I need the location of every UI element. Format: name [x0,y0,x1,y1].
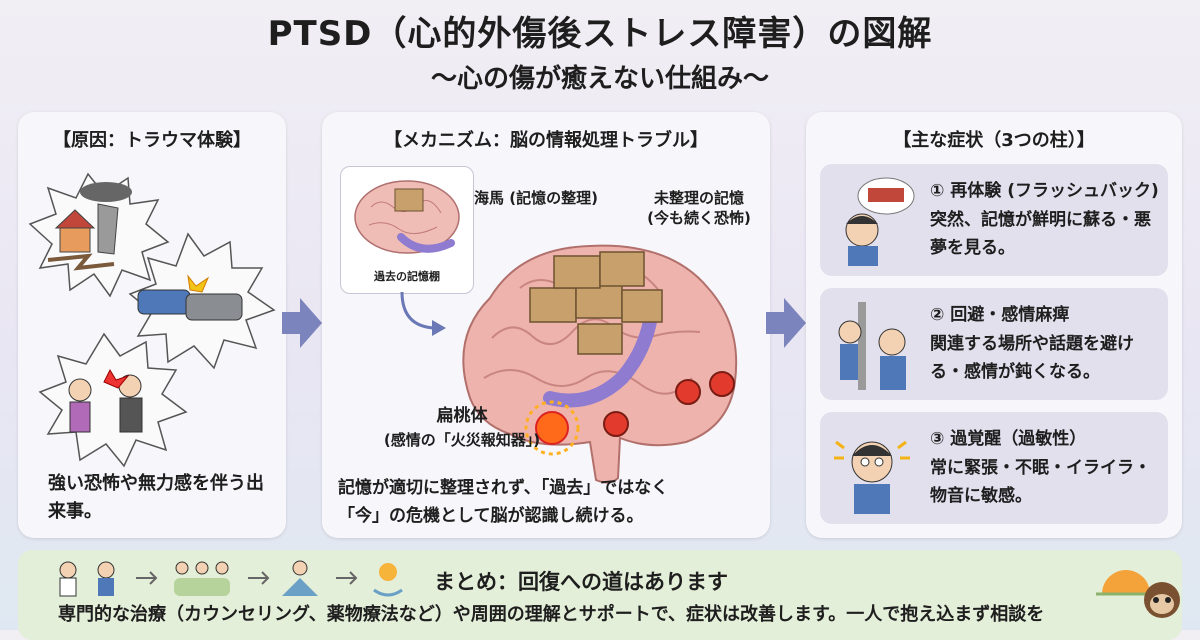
symptom-description: 突然、記憶が鮮明に蘇る・悪夢を見る。 [930,210,1151,258]
mechanism-description-line2: 「今」の危機として脳が認識し続ける。 [338,506,644,526]
mascot-logo [1144,582,1180,618]
summary-description: 専門的な治療（カウンセリング、薬物療法など）や周囲の理解とサポートで、症状は改善… [58,604,1045,625]
meditation-icon [282,560,318,596]
mechanism-title: 【メカニズム：脳の情報処理トラブル】 [384,130,708,151]
memory-shelf-label: 過去の記憶棚 [374,270,440,283]
curved-arrow-icon [400,291,446,336]
flashback-icon [845,177,915,266]
brain-diagram [462,244,738,484]
symptom-card-reexperience: ① 再体験 (フラッシュバック) 突然、記憶が鮮明に蘇る・悪夢を見る。 [820,164,1168,276]
page-title: PTSD（心的外傷後ストレス障害）の図解 [267,14,933,54]
unsorted-memory-label: 未整理の記憶 (今も続く恐怖) [647,189,751,227]
memory-shelf-inset: 過去の記憶棚 [340,166,474,294]
symptoms-panel: 【主な症状（3つの柱）】 ① 再体験 (フラッシュバック) 突然、記憶が鮮明に蘇… [806,112,1182,538]
hippocampus-label: 海馬 (記憶の整理) [474,189,598,207]
memory-boxes [529,251,663,355]
page-subtitle: 〜心の傷が癒えない仕組み〜 [430,64,769,94]
hyperarousal-icon [834,440,910,514]
mechanism-description-line1: 記憶が適切に整理されず、「過去」ではなく [338,478,669,498]
alarm-bell-icon [603,371,735,437]
symptom-title: ③ 過覚醒（過敏性） [930,429,1087,449]
counseling-icon [59,561,115,597]
symptom-title: ① 再体験 (フラッシュバック) [930,181,1159,201]
arrow-right-icon [766,298,806,348]
burst-violence [38,332,188,468]
symptom-card-avoidance: ② 回避・感情麻痺 関連する場所や話題を避ける・感情が鈍くなる。 [820,288,1168,400]
summary-banner: まとめ：回復への道はあります 専門的な治療（カウンセリング、薬物療法など）や周囲… [18,550,1182,640]
hippocampus [543,301,659,408]
arrow-right-icon [282,298,322,348]
symptom-title: ② 回避・感情麻痺 [930,305,1070,325]
summary-title: まとめ：回復への道はあります [434,570,728,594]
cause-panel: 【原因：トラウマ体験】 強い恐怖や無力感を伴う出来事。 [18,112,286,538]
mechanism-panel: 【メカニズム：脳の情報処理トラブル】 過去の記憶棚 [322,112,770,538]
hope-icon [373,563,403,597]
support-group-icon [174,561,230,596]
avoidance-icon [838,302,906,390]
amygdala-label: 扁桃体 [436,406,488,426]
cause-description: 強い恐怖や無力感を伴う出来事。 [48,473,264,522]
symptom-description: 関連する場所や話題を避ける・感情が鈍くなる。 [930,334,1134,382]
symptom-card-hyperarousal: ③ 過覚醒（過敏性） 常に緊張・不眠・イライラ・物音に敏感。 [820,412,1168,524]
amygdala [535,411,569,445]
symptoms-title: 【主な症状（3つの柱）】 [893,130,1095,151]
cause-title: 【原因：トラウマ体験】 [53,130,251,151]
amygdala-sublabel: (感情の「火災報知器」) [383,431,541,449]
recovery-steps-icon [59,560,403,597]
trauma-illustration [28,172,276,468]
small-brain-icon [354,180,460,254]
symptom-description: 常に緊張・不眠・イライラ・物音に敏感。 [930,458,1151,506]
